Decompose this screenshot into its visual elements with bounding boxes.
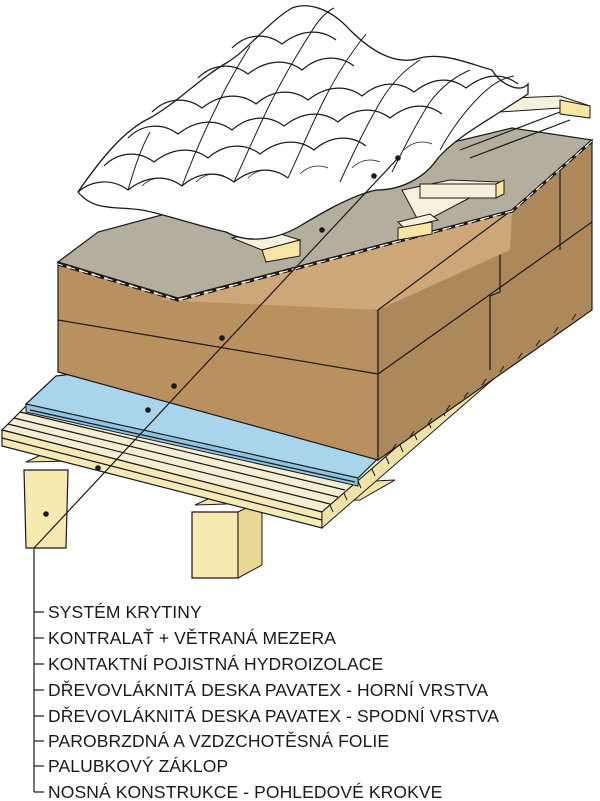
tile-ridges <box>77 31 519 193</box>
rafter-right-front <box>191 511 239 579</box>
tile-field <box>77 5 529 240</box>
tile-valleys <box>127 7 515 191</box>
legend: SYSTÉM KRYTINY KONTRALAŤ + VĚTRANÁ MEZER… <box>34 602 499 801</box>
leader-dot-rafter <box>43 511 49 517</box>
foil-front <box>25 403 359 487</box>
legend-item-rafters: NOSNÁ KONSTRUKCE - POHLEDOVÉ KROKVE <box>48 782 442 801</box>
legend-item-counter-batten: KONTRALAŤ + VĚTRANÁ MEZERA <box>48 628 336 648</box>
counter-batten-end-2 <box>419 183 497 199</box>
legend-item-roofing: SYSTÉM KRYTINY <box>48 602 202 622</box>
rafter-left-front <box>23 469 69 549</box>
legend-item-boarding: PALUBKOVÝ ZÁKLOP <box>48 756 228 776</box>
leader-dot-boarding <box>95 465 101 471</box>
roof-tiles <box>77 5 529 240</box>
membrane-surface <box>56 127 594 299</box>
legend-item-pavatex-top: DŘEVOVLÁKNITÁ DESKA PAVATEX - HORNÍ VRST… <box>48 680 488 700</box>
legend-item-vapour-foil: PAROBRZDNÁ A VZDZCHOTĚSNÁ FOLIE <box>48 731 389 751</box>
counter-batten-end-1 <box>261 239 301 263</box>
leader-dot-foil <box>145 407 151 413</box>
pavatex-edge-ticks <box>391 313 577 451</box>
leader-dot-pavatex-bottom <box>171 383 177 389</box>
leader-dot-batten <box>371 173 377 179</box>
counter-battens <box>230 95 591 263</box>
leader-dot-membrane <box>319 227 325 233</box>
leader-dot-tiles <box>395 155 401 161</box>
pavatex-layer-split-front <box>57 319 379 375</box>
leader-dot-pavatex-top <box>219 335 225 341</box>
legend-item-pavatex-bottom: DŘEVOVLÁKNITÁ DESKA PAVATEX - SPODNÍ VRS… <box>48 706 499 726</box>
pavatex-layer-split-right <box>377 221 593 375</box>
membrane-layer <box>56 127 594 302</box>
leader-line <box>33 155 401 792</box>
legend-item-membrane: KONTAKTNÍ POJISTNÁ HYDROIZOLACE <box>48 654 383 674</box>
